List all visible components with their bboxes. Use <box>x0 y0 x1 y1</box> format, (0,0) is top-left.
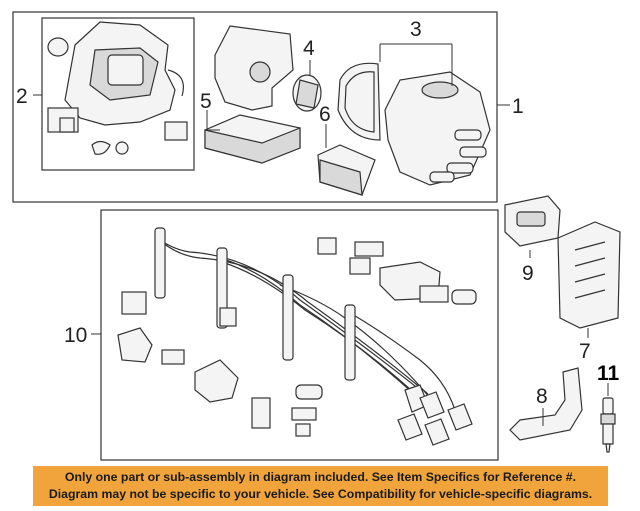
igniter-bracket-drawing <box>214 25 294 111</box>
spark-plug-drawing <box>600 397 616 453</box>
callout-4: 4 <box>303 37 315 60</box>
spark-plug-wires-drawing <box>154 227 473 446</box>
callout-7: 7 <box>579 340 591 363</box>
rotor-drawing <box>292 74 322 112</box>
ignition-coil-drawing <box>204 114 301 164</box>
callout-5: 5 <box>200 90 212 113</box>
distributor-housing-drawing <box>47 21 188 155</box>
disclaimer-line-2: Diagram may not be specific to your vehi… <box>48 487 593 501</box>
leader-3 <box>379 43 453 86</box>
callout-1: 1 <box>512 95 524 118</box>
distributor-housing-subframe <box>41 17 195 171</box>
wire-set-frame <box>100 209 499 461</box>
callout-6: 6 <box>319 103 331 126</box>
callout-11: 11 <box>597 362 620 385</box>
wire-bracket-drawing <box>509 367 583 441</box>
distributor-assembly-frame <box>12 11 498 203</box>
callout-2: 2 <box>16 85 28 108</box>
disclaimer-banner: Only one part or sub-assembly in diagram… <box>33 466 608 506</box>
parts-diagram: 1 2 3 4 5 6 7 8 9 10 11 <box>12 11 621 461</box>
callout-9: 9 <box>522 262 534 285</box>
callout-8: 8 <box>536 385 548 408</box>
igniter-cover-drawing <box>504 195 561 247</box>
wire-clips-drawing <box>117 237 477 437</box>
coil-cover-drawing <box>557 221 621 329</box>
cap-seal-drawing <box>337 62 381 141</box>
distributor-cap-drawing <box>384 71 491 186</box>
leader-5 <box>206 110 220 131</box>
callout-10: 10 <box>64 324 87 347</box>
igniter-module-drawing <box>317 144 376 196</box>
callout-3: 3 <box>410 18 422 41</box>
disclaimer-line-1: Only one part or sub-assembly in diagram… <box>64 470 577 484</box>
